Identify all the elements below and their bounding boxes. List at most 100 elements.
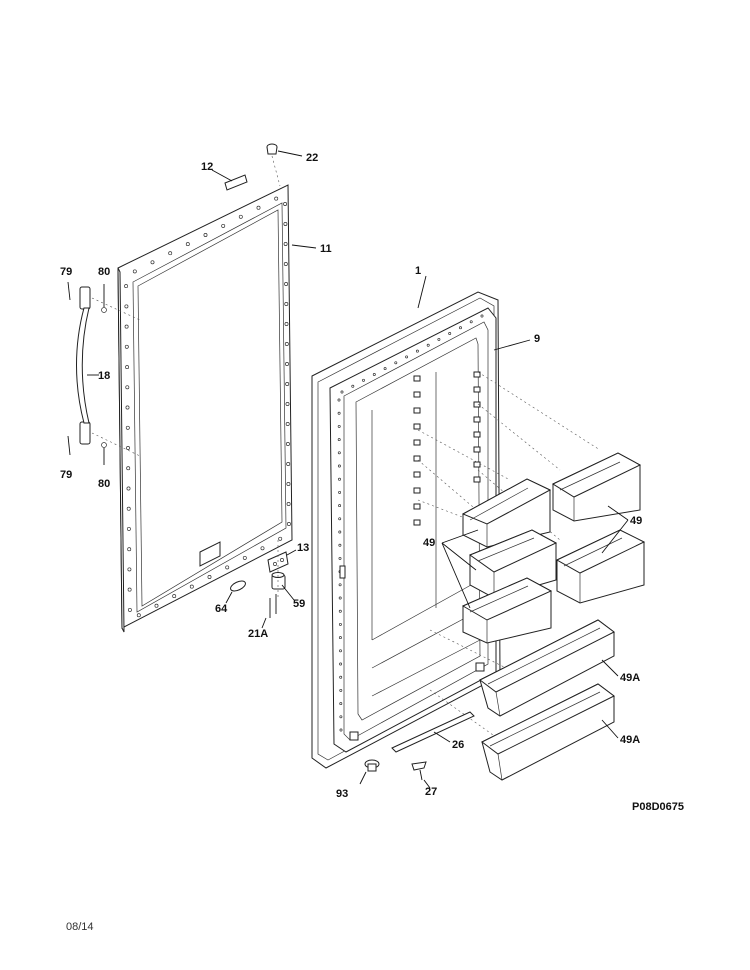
panel-screw-hole bbox=[150, 260, 155, 265]
panel-screw-hole bbox=[284, 342, 289, 346]
liner-edge-hole bbox=[338, 636, 342, 640]
panel-screw-hole bbox=[286, 462, 291, 466]
liner-stud bbox=[413, 487, 421, 494]
liner-edge-hole bbox=[338, 530, 342, 534]
door-handle bbox=[76, 286, 99, 445]
door-bin-small-upper-right bbox=[551, 452, 642, 522]
panel-screw-hole bbox=[284, 282, 289, 286]
door-bin-long-lower bbox=[481, 683, 615, 781]
liner-edge-hole bbox=[337, 464, 341, 468]
callout-80-bottom: 80 bbox=[98, 478, 110, 490]
panel-screw-hole bbox=[238, 214, 243, 219]
callout-64: 64 bbox=[215, 603, 228, 615]
callout-79-top: 79 bbox=[60, 266, 72, 278]
panel-screw-hole bbox=[126, 466, 131, 471]
leaders-49 bbox=[441, 505, 629, 739]
panel-screw-hole bbox=[125, 385, 130, 390]
liner-edge-hole bbox=[337, 411, 341, 415]
liner-edge-hole bbox=[405, 355, 409, 359]
liner-stud bbox=[473, 461, 481, 468]
callout-93: 93 bbox=[336, 788, 348, 800]
panel-screw-hole bbox=[285, 442, 290, 446]
panel-screw-hole bbox=[203, 233, 208, 237]
panel-screw-hole bbox=[127, 587, 132, 592]
liner-stud bbox=[473, 386, 481, 393]
liner-edge-hole bbox=[338, 622, 342, 626]
liner-edge-hole bbox=[372, 373, 376, 376]
panel-screw-hole bbox=[286, 502, 291, 506]
projection-lines bbox=[417, 371, 601, 741]
panel-holes bbox=[124, 196, 291, 618]
outer-door-panel bbox=[117, 184, 293, 633]
liner-edge-hole bbox=[339, 675, 343, 679]
liner-edge-hole bbox=[339, 649, 342, 653]
liner-edge-hole bbox=[394, 361, 398, 365]
liner-edge-hole bbox=[340, 390, 344, 394]
panel-screw-hole bbox=[154, 603, 159, 608]
liner-stud bbox=[413, 519, 421, 526]
panel-screw-hole bbox=[125, 405, 130, 410]
panel-screw-hole bbox=[284, 302, 289, 306]
panel-screw-hole bbox=[124, 324, 129, 329]
date-code: 08/14 bbox=[66, 921, 94, 933]
hinge-parts bbox=[225, 540, 297, 629]
panel-screw-hole bbox=[127, 607, 132, 612]
liner-stud bbox=[413, 455, 421, 462]
liner-edge-hole bbox=[426, 343, 430, 347]
panel-cutout bbox=[199, 541, 221, 567]
liner-edge-hole bbox=[338, 543, 342, 547]
liner-edge-hole bbox=[339, 728, 343, 732]
liner-edge-hole bbox=[383, 367, 387, 371]
liner-stud bbox=[413, 423, 421, 430]
liner-stud bbox=[413, 503, 421, 510]
liner-stud bbox=[413, 375, 421, 382]
liner-stud bbox=[413, 391, 421, 398]
panel-screw-hole bbox=[125, 425, 130, 430]
panel-screw-hole bbox=[127, 547, 132, 552]
panel-screw-hole bbox=[168, 251, 173, 256]
liner-edge-hole bbox=[339, 662, 343, 666]
panel-screw-hole bbox=[283, 222, 288, 226]
panel-screw-hole bbox=[285, 382, 290, 386]
door-bin-small-upper-left bbox=[461, 478, 552, 548]
panel-screw-hole bbox=[286, 522, 291, 526]
panel-screw-hole bbox=[286, 482, 291, 486]
liner-edge-hole bbox=[338, 556, 342, 560]
callout-49-right: 49 bbox=[630, 515, 642, 527]
panel-screw-hole bbox=[207, 575, 212, 579]
liner-stud bbox=[413, 439, 421, 446]
liner-edge-hole bbox=[338, 517, 342, 521]
panel-screw-hole bbox=[125, 365, 130, 370]
liner-edge-hole bbox=[337, 424, 341, 428]
panel-screw-hole bbox=[132, 269, 137, 274]
panel-screw-hole bbox=[189, 584, 194, 589]
drawing-code: P08D0675 bbox=[632, 801, 684, 813]
cap-part bbox=[266, 143, 303, 187]
panel-screw-hole bbox=[285, 422, 290, 426]
callout-12: 12 bbox=[201, 161, 213, 173]
liner-stud bbox=[413, 407, 421, 414]
callout-18: 18 bbox=[98, 370, 110, 382]
leader-11 bbox=[291, 244, 317, 249]
panel-screw-hole bbox=[225, 565, 230, 570]
panel-screw-hole bbox=[172, 594, 177, 599]
panel-screw-hole bbox=[260, 546, 265, 551]
liner-edge-hole bbox=[337, 398, 341, 402]
callout-22: 22 bbox=[306, 152, 318, 164]
liner-edge-hole bbox=[415, 349, 419, 353]
liner-stud bbox=[473, 371, 481, 378]
panel-screw-hole bbox=[283, 202, 288, 206]
liner-edge-hole bbox=[338, 609, 342, 613]
liner-studs bbox=[413, 371, 481, 526]
liner-edge-hole bbox=[339, 715, 343, 719]
callout-21a: 21A bbox=[248, 628, 268, 640]
liner-stud bbox=[473, 416, 481, 423]
liner-edge-hole bbox=[459, 326, 462, 330]
liner-edge-hole bbox=[338, 504, 342, 508]
panel-screw-hole bbox=[242, 555, 247, 560]
liner-edge-hole bbox=[337, 438, 341, 442]
liner-stud bbox=[413, 471, 421, 478]
panel-screw-hole bbox=[283, 262, 288, 266]
callout-59: 59 bbox=[293, 598, 305, 610]
